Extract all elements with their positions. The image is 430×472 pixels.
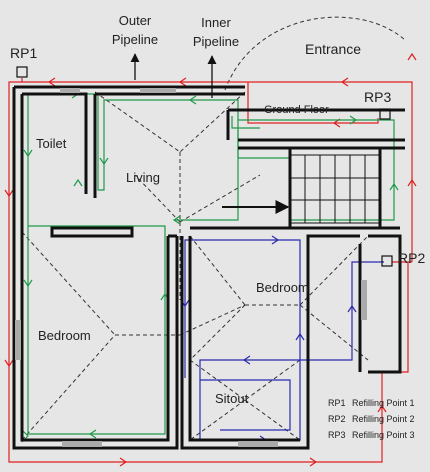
rp1-box — [16, 66, 28, 78]
entrance-label: Entrance — [305, 41, 361, 57]
toilet-label: Toilet — [36, 136, 67, 151]
inner-pipeline-label-line1: Inner — [201, 15, 231, 30]
rp2-box — [381, 255, 393, 267]
openings — [15, 88, 367, 447]
roof-lines — [21, 91, 369, 441]
legend-desc-1: Refilling Point 1 — [352, 398, 415, 408]
outer-pipeline-label-line1: Outer — [119, 13, 152, 28]
sitout-label: Sitout — [215, 391, 249, 406]
outer-pipeline — [4, 52, 417, 467]
legend-code-1: RP1 — [328, 398, 346, 408]
rp3-box — [379, 108, 391, 120]
legend-code-3: RP3 — [328, 430, 346, 440]
legend: RP1 Refilling Point 1 RP2 Refilling Poin… — [328, 398, 415, 440]
entrance-arc — [224, 16, 406, 91]
inner-pipeline-green — [21, 89, 399, 443]
inner-pipeline-blue — [180, 235, 384, 445]
legend-desc-3: Refilling Point 3 — [352, 430, 415, 440]
rp3-label: RP3 — [364, 89, 391, 105]
rp2-label: RP2 — [398, 250, 425, 266]
legend-code-2: RP2 — [328, 414, 346, 424]
rp1-label: RP1 — [10, 45, 37, 61]
bedroom-right-label: Bedroom — [256, 280, 309, 295]
ground-floor-label: Ground Floor — [264, 104, 329, 116]
legend-desc-2: Refilling Point 2 — [352, 414, 415, 424]
outer-pipeline-label-line2: Pipeline — [112, 32, 158, 47]
walls — [12, 85, 405, 450]
living-label: Living — [126, 170, 160, 185]
inner-pipeline-label-line2: Pipeline — [193, 34, 239, 49]
bedroom-left-label: Bedroom — [38, 328, 91, 343]
staircase — [289, 154, 381, 224]
